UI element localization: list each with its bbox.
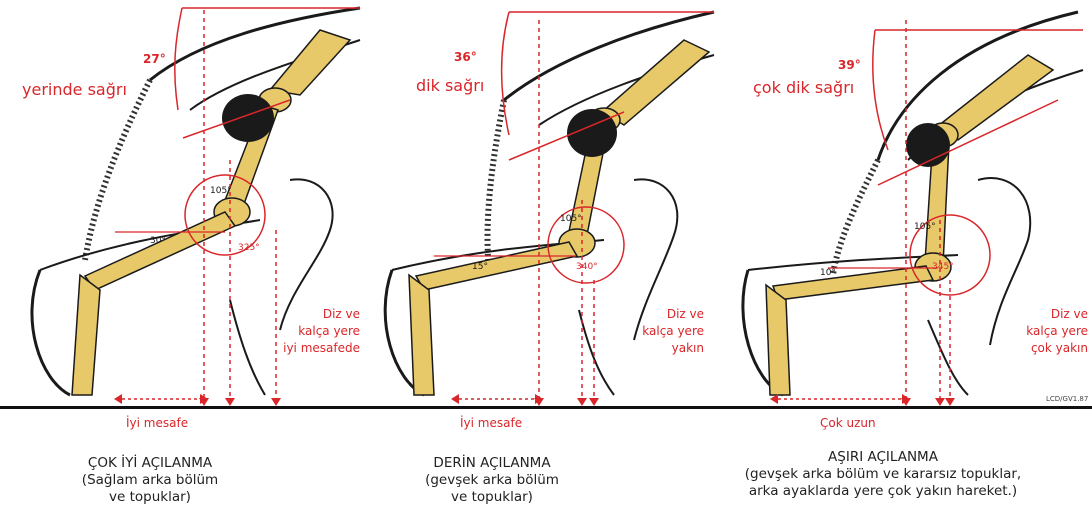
top-angle-label: 36° (454, 50, 477, 64)
hock-angle-label: 10° (820, 268, 836, 278)
panel-caption: DERİN AÇILANMA (gevşek arka bölüm ve top… (397, 455, 587, 506)
knee-angle-label: 105° (914, 222, 936, 232)
side-note-line-2: kalça yere (250, 323, 360, 340)
top-angle-label: 27° (143, 52, 166, 66)
croup-label: yerinde sağrı (22, 80, 127, 99)
caption-line-3: arka ayaklarda yere çok yakın hareket.) (728, 483, 1038, 500)
croup-label: çok dik sağrı (753, 78, 854, 97)
caption-line-2: (gevşek arka bölüm (397, 472, 587, 489)
panel-caption: AŞIRI AÇILANMA (gevşek arka bölüm ve kar… (728, 449, 1038, 500)
knee-angle-label: 105° (560, 214, 582, 224)
distance-label: İyi mesafe (460, 416, 522, 430)
caption-title: DERİN AÇILANMA (397, 455, 587, 472)
side-note-line-1: Diz ve (978, 306, 1088, 323)
side-note-line-3: çok yakın (978, 340, 1088, 357)
stifle-angle-label: 345° (932, 262, 954, 272)
credit-text: LCD/GV1.87 (1046, 395, 1088, 403)
hock-angle-label: 15° (472, 262, 488, 272)
caption-line-2: (gevşek arka bölüm ve kararsız topuklar, (728, 466, 1038, 483)
panel-1-illustration (0, 0, 364, 513)
hock-angle-label: 30° (150, 236, 166, 246)
panel-1: 27° yerinde sağrı 105° 30° 325° Diz ve k… (0, 0, 364, 513)
caption-line-2: (Sağlam arka bölüm (55, 472, 245, 489)
side-note-line-1: Diz ve (250, 306, 360, 323)
side-note-line-3: yakın (594, 340, 704, 357)
knee-angle-label: 105° (210, 186, 232, 196)
top-angle-label: 39° (838, 58, 861, 72)
panel-3: 39° çok dik sağrı 105° 10° 345° Diz ve k… (728, 0, 1092, 513)
side-note-line-3: iyi mesafede (250, 340, 360, 357)
side-note: Diz ve kalça yere yakın (594, 306, 704, 357)
stifle-angle-label: 340° (576, 262, 598, 272)
side-note-line-2: kalça yere (594, 323, 704, 340)
caption-line-3: ve topuklar) (55, 489, 245, 506)
panel-caption: ÇOK İYİ AÇILANMA (Sağlam arka bölüm ve t… (55, 455, 245, 506)
panel-2: 36° dik sağrı 105° 15° 340° Diz ve kalça… (364, 0, 728, 513)
stifle-angle-label: 325° (238, 243, 260, 253)
caption-title: AŞIRI AÇILANMA (728, 449, 1038, 466)
distance-label: İyi mesafe (126, 416, 188, 430)
caption-line-3: ve topuklar) (397, 489, 587, 506)
side-note: Diz ve kalça yere çok yakın (978, 306, 1088, 357)
side-note-line-1: Diz ve (594, 306, 704, 323)
side-note-line-2: kalça yere (978, 323, 1088, 340)
caption-title: ÇOK İYİ AÇILANMA (55, 455, 245, 472)
distance-label: Çok uzun (820, 416, 876, 430)
ground-line (0, 406, 1092, 409)
side-note: Diz ve kalça yere iyi mesafede (250, 306, 360, 357)
croup-label: dik sağrı (416, 76, 484, 95)
panel-3-illustration (728, 0, 1092, 513)
